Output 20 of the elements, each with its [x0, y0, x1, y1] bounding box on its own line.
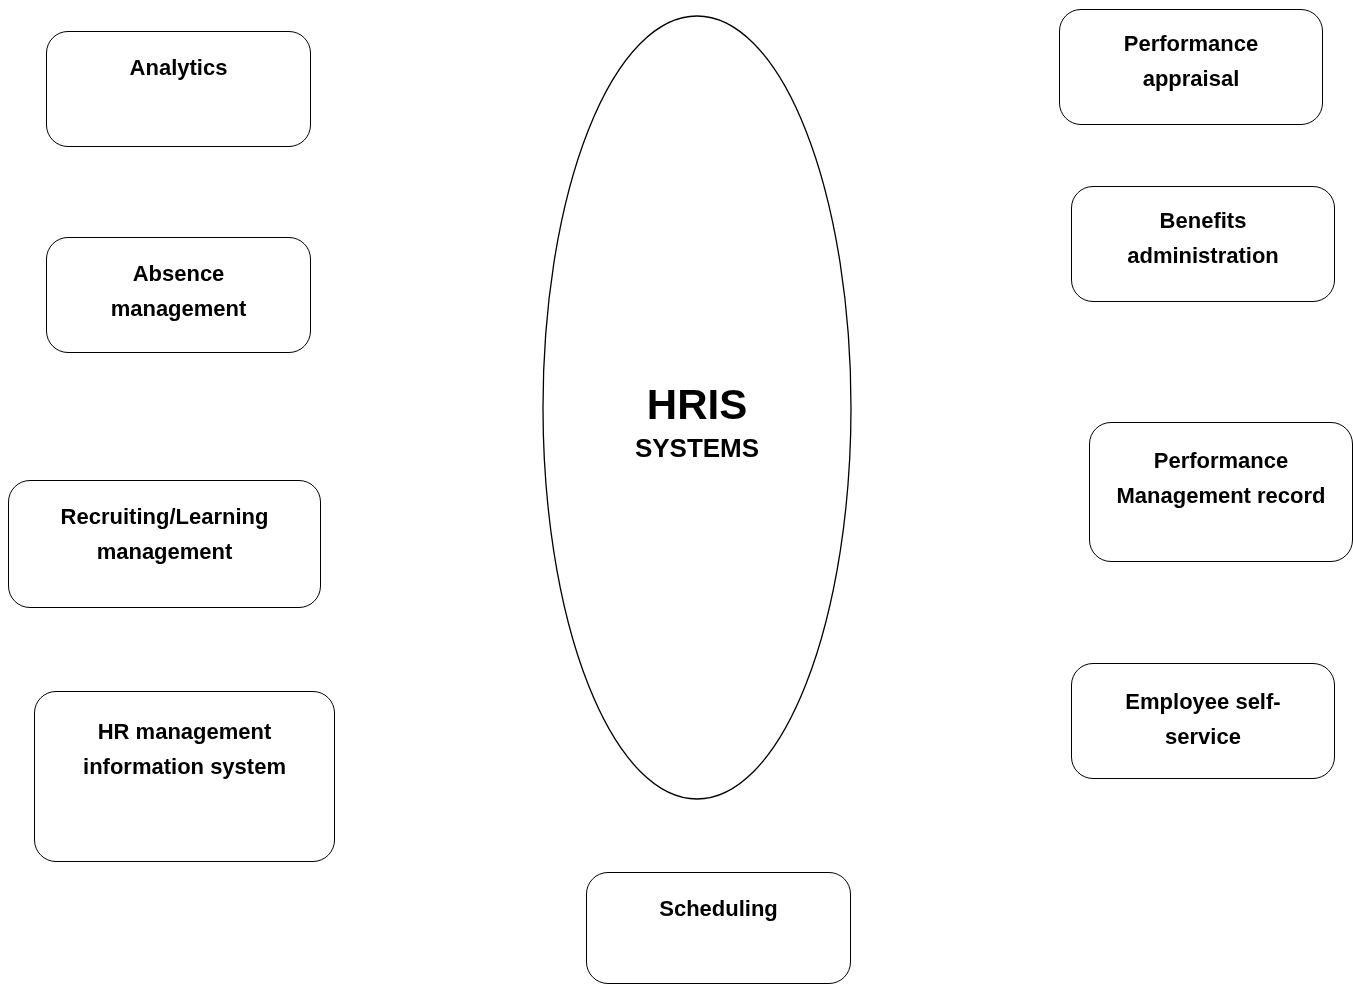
rounded-box [34, 691, 335, 862]
rounded-box [8, 480, 321, 608]
rounded-box [1059, 9, 1323, 125]
box-label: Benefits administration [1126, 207, 1280, 270]
rounded-box [586, 872, 851, 984]
rounded-box [1071, 663, 1335, 779]
box-label: Performance Management record [1116, 447, 1326, 510]
box-label: Absence management [109, 260, 248, 323]
ellipse-title: HRIS [646, 380, 748, 430]
rounded-box [46, 237, 311, 353]
ellipse-subtitle: SYSTEMS [634, 432, 760, 465]
rounded-box [1089, 422, 1353, 562]
box-label: Recruiting/Learning management [59, 503, 270, 566]
rounded-box [46, 31, 311, 147]
rounded-box [1071, 186, 1335, 302]
box-label: Performance appraisal [1122, 30, 1260, 93]
box-label: Scheduling [659, 895, 778, 923]
box-label: Employee self-service [1124, 688, 1282, 751]
box-label: HR management information system [82, 718, 287, 781]
box-label: Analytics [129, 54, 228, 82]
